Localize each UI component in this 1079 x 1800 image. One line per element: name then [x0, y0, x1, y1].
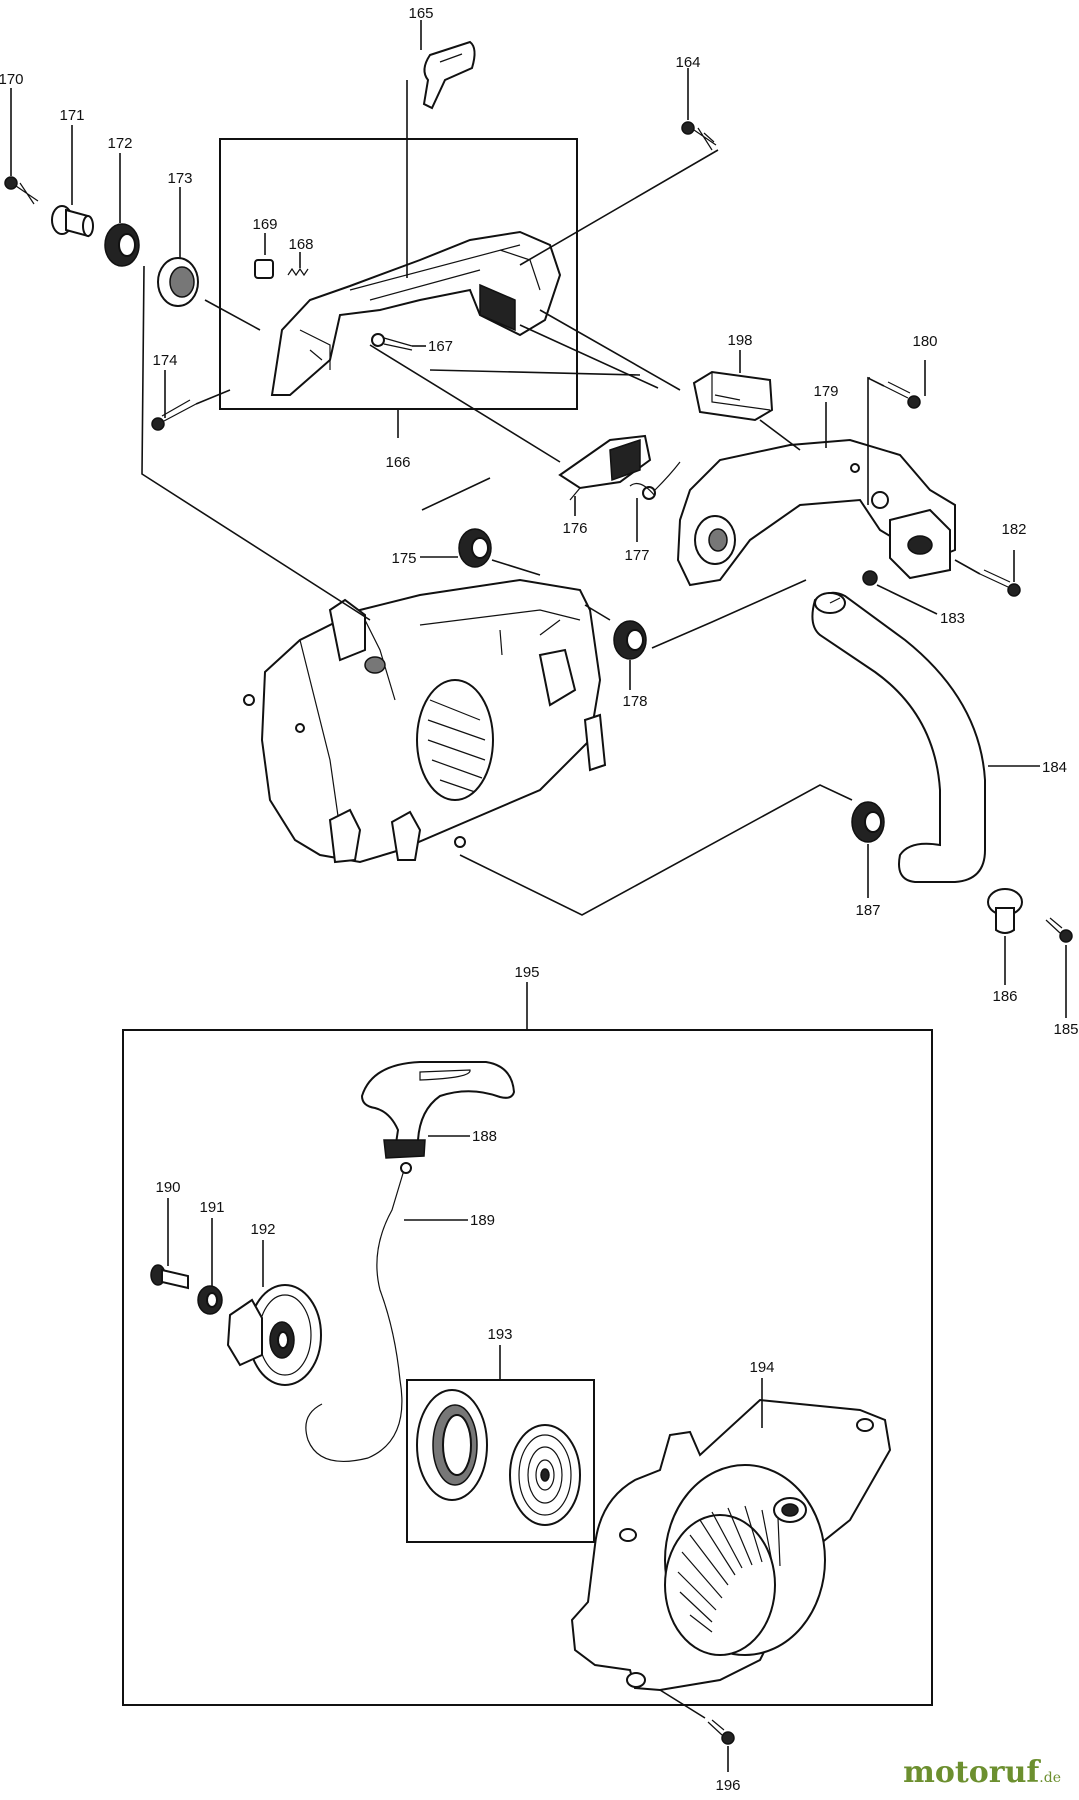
- label-167: 167: [428, 338, 453, 355]
- label-186: 186: [992, 988, 1017, 1005]
- label-165: 165: [408, 5, 433, 22]
- part-192-pulley: [226, 1284, 322, 1386]
- part-185-screw: [1045, 917, 1073, 943]
- part-171-bushing: [51, 205, 94, 238]
- part-175-grommet: [458, 528, 492, 568]
- label-171: 171: [59, 107, 84, 124]
- label-177: 177: [624, 547, 649, 564]
- label-179: 179: [813, 383, 838, 400]
- label-189: 189: [470, 1212, 495, 1229]
- label-168: 168: [288, 236, 313, 253]
- part-190-bolt: [150, 1264, 189, 1290]
- part-164-screw: [681, 121, 717, 151]
- part-182-screw: [979, 569, 1021, 597]
- part-169-pin: [254, 259, 274, 279]
- label-198: 198: [727, 332, 752, 349]
- label-192: 192: [250, 1221, 275, 1238]
- part-193-spring-set: [416, 1389, 581, 1526]
- box-166: [219, 138, 578, 410]
- part-178-grommet: [613, 620, 647, 660]
- part-183-nut: [862, 570, 878, 586]
- label-180: 180: [912, 333, 937, 350]
- label-194: 194: [749, 1359, 774, 1376]
- label-185: 185: [1053, 1021, 1078, 1038]
- part-167-pin: [371, 333, 413, 351]
- part-191-washer: [197, 1285, 223, 1315]
- part-194-starter-cover: [570, 1398, 892, 1692]
- label-183: 183: [940, 610, 965, 627]
- label-182: 182: [1001, 521, 1026, 538]
- part-165-lever: [422, 40, 476, 110]
- part-173-ring: [157, 257, 199, 307]
- label-166: 166: [385, 454, 410, 471]
- label-176: 176: [562, 520, 587, 537]
- label-164: 164: [675, 54, 700, 71]
- label-173: 173: [167, 170, 192, 187]
- label-193: 193: [487, 1326, 512, 1343]
- part-177-spring: [629, 461, 681, 500]
- engine-housing: [243, 578, 607, 864]
- part-196-screw: [707, 1719, 735, 1745]
- part-198-block: [692, 370, 774, 422]
- part-168-spring: [287, 267, 309, 277]
- part-172-grommet: [104, 223, 140, 267]
- part-176-plate: [558, 434, 652, 501]
- callout-labels: 165 164 170 171 172 173 169 168 167 174 …: [0, 5, 1079, 1794]
- part-189-rope: [305, 1162, 412, 1462]
- part-166-handle: [270, 230, 562, 396]
- label-184: 184: [1042, 759, 1067, 776]
- part-187-grommet: [851, 801, 885, 843]
- part-170-screw: [4, 176, 39, 205]
- label-175: 175: [391, 550, 416, 567]
- part-179-bracket: [676, 438, 956, 587]
- label-169: 169: [252, 216, 277, 233]
- label-190: 190: [155, 1179, 180, 1196]
- label-172: 172: [107, 135, 132, 152]
- label-187: 187: [855, 902, 880, 919]
- part-174-screw: [151, 399, 197, 431]
- label-196: 196: [715, 1777, 740, 1794]
- leader-lines: [10, 20, 1067, 1772]
- label-195: 195: [514, 964, 539, 981]
- label-188: 188: [472, 1128, 497, 1145]
- part-184-handlebar: [811, 591, 986, 883]
- part-186-bushing: [987, 888, 1023, 934]
- part-180-screw: [883, 381, 921, 409]
- label-174: 174: [152, 352, 177, 369]
- watermark-logo: motoruf.de: [903, 1755, 1061, 1790]
- label-178: 178: [622, 693, 647, 710]
- part-188-starter-grip: [360, 1061, 516, 1159]
- label-191: 191: [199, 1199, 224, 1216]
- label-170: 170: [0, 71, 24, 88]
